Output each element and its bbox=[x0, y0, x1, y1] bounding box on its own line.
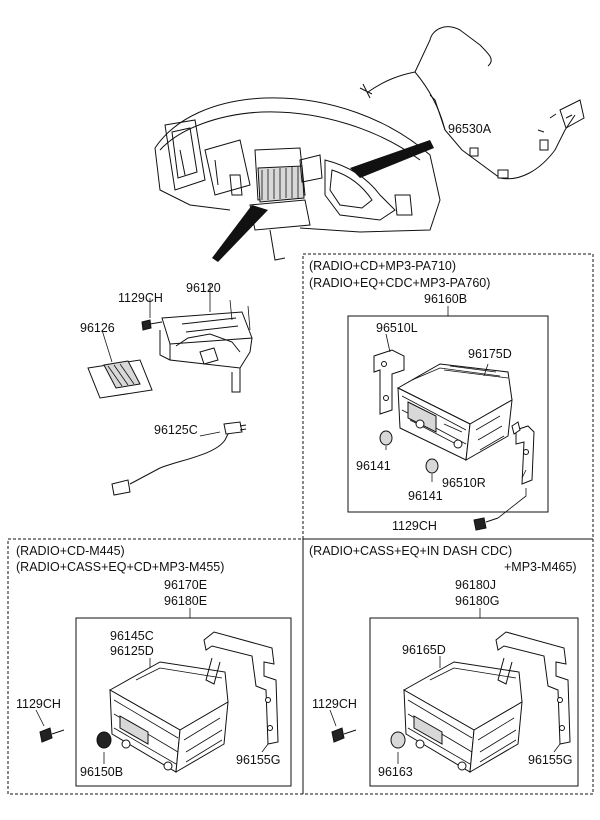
bl-assembly-number-1: 96170E bbox=[164, 578, 207, 592]
tr-assembly-number: 96160B bbox=[424, 292, 467, 306]
label-tr-bracket-r: 96510R bbox=[442, 476, 486, 490]
leader-96155g-br bbox=[553, 743, 561, 753]
bl-assembly-number-2: 96180E bbox=[164, 594, 207, 608]
label-cable: 96125C bbox=[154, 423, 198, 437]
label-br-knob: 96163 bbox=[378, 765, 413, 779]
bracket-assembly bbox=[87, 299, 253, 496]
leader-96510l bbox=[385, 333, 391, 353]
tr-caption-1: (RADIO+CD+MP3-PA710) bbox=[309, 259, 456, 273]
label-tr-screw: 1129CH bbox=[392, 519, 437, 533]
label-bracket-top: 96120 bbox=[186, 281, 221, 295]
tr-caption-2: (RADIO+EQ+CDC+MP3-PA760) bbox=[309, 276, 490, 290]
label-br-bracket: 96155G bbox=[528, 753, 572, 767]
label-br-unit: 96165D bbox=[402, 643, 446, 657]
label-bl-part-1: 96145C bbox=[110, 629, 154, 643]
leader-screw-tr bbox=[497, 488, 527, 519]
bottom-right-group-border bbox=[302, 538, 594, 795]
head-unit-m445 bbox=[39, 631, 279, 773]
label-bl-part-2: 96125D bbox=[110, 644, 154, 658]
label-tr-knob-2: 96141 bbox=[408, 489, 443, 503]
br-assembly-number-2: 96180G bbox=[455, 594, 499, 608]
dashboard-illustration bbox=[154, 97, 441, 262]
bl-caption-2: (RADIO+CASS+EQ+CD+MP3-M455) bbox=[16, 560, 224, 574]
label-antenna: 96530A bbox=[448, 122, 492, 136]
leader-96155g-bl bbox=[261, 743, 269, 753]
bottom-left-assembly-box bbox=[75, 617, 292, 787]
label-tr-unit: 96175D bbox=[468, 347, 512, 361]
antenna-harness bbox=[359, 26, 585, 180]
leader-96125c bbox=[199, 431, 221, 437]
br-assembly-number-1: 96180J bbox=[455, 578, 496, 592]
label-cover-plate: 96126 bbox=[80, 321, 115, 335]
label-bl-screw: 1129CH bbox=[16, 697, 61, 711]
leader-96175d bbox=[483, 363, 489, 377]
leader-screw-br bbox=[329, 709, 337, 727]
label-tr-knob-1: 96141 bbox=[356, 459, 391, 473]
br-caption-1: (RADIO+CASS+EQ+IN DASH CDC) bbox=[309, 544, 512, 558]
head-unit-pa710 bbox=[373, 349, 535, 531]
head-unit-m465 bbox=[331, 631, 571, 773]
bottom-right-assembly-box bbox=[369, 617, 579, 787]
leader-96126 bbox=[101, 329, 113, 363]
leader-screw-bl bbox=[35, 709, 45, 727]
leader-96510r bbox=[521, 469, 527, 479]
label-bl-knob: 96150B bbox=[80, 765, 123, 779]
label-tr-bracket: 96510L bbox=[376, 321, 418, 335]
label-br-screw: 1129CH bbox=[312, 697, 357, 711]
bl-caption-1: (RADIO+CD-M445) bbox=[16, 544, 125, 558]
br-caption-2: +MP3-M465) bbox=[504, 560, 577, 574]
label-bl-bracket: 96155G bbox=[236, 753, 280, 767]
label-screw-top: 1129CH bbox=[118, 291, 163, 305]
